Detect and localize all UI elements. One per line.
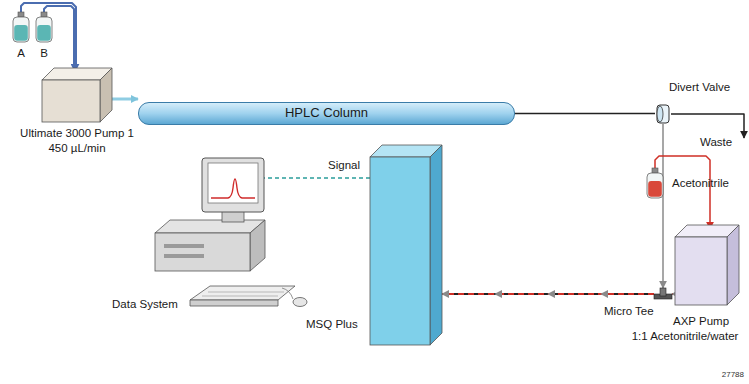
solvent-bottle: Acetonitrile — [646, 168, 664, 198]
data-system: Data System — [150, 158, 270, 308]
node-label: 1:1 Acetonitrile/water — [632, 329, 739, 343]
node-label: Waste — [700, 135, 732, 149]
flow-connector — [515, 113, 655, 115]
node-label: B — [40, 46, 48, 60]
flow-connector — [262, 177, 370, 179]
waste-outlet: Waste — [700, 134, 740, 150]
node-label: AXP Pump — [673, 314, 729, 328]
node-label: Divert Valve — [669, 80, 730, 94]
divert-valve: Divert Valve — [655, 104, 671, 124]
node-label: HPLC Column — [285, 106, 368, 120]
solvent-bottle: B — [35, 12, 53, 42]
hplc-column: HPLC Column — [138, 102, 515, 125]
divert-valve-outline — [655, 104, 671, 124]
node-label: Micro Tee — [604, 304, 654, 318]
node-label: 450 µL/min — [48, 141, 105, 155]
mass-spectrometer: MSQ Plus — [370, 145, 442, 345]
node-label: MSQ Plus — [306, 317, 358, 331]
flow-connector — [671, 114, 744, 138]
pump-box-outline — [675, 225, 739, 305]
solvent-bottle-outline — [12, 12, 30, 42]
figure-number: 27788 — [722, 370, 744, 380]
data-system-outline — [150, 158, 270, 308]
node-label: A — [17, 46, 25, 60]
pump-box-outline — [42, 68, 112, 122]
solvent-bottle-outline — [646, 168, 664, 198]
flow-connector — [112, 98, 138, 101]
flow-line-base — [442, 293, 654, 295]
micro-tee: Micro Tee — [654, 288, 672, 300]
mass-spectrometer-outline — [370, 145, 442, 345]
node-label: Ultimate 3000 Pump 1 — [20, 126, 134, 140]
node-label: Data System — [112, 297, 178, 311]
pump-box: Ultimate 3000 Pump 1450 µL/min — [42, 68, 112, 122]
node-label: Acetonitrile — [672, 176, 729, 190]
flow-connector — [442, 293, 654, 295]
pump-box: AXP Pump1:1 Acetonitrile/water — [675, 225, 739, 305]
solvent-bottle: A — [12, 12, 30, 42]
solvent-bottle-outline — [35, 12, 53, 42]
edge-label: Signal — [326, 158, 362, 172]
flow-connector — [662, 124, 664, 288]
micro-tee-outline — [654, 288, 672, 300]
